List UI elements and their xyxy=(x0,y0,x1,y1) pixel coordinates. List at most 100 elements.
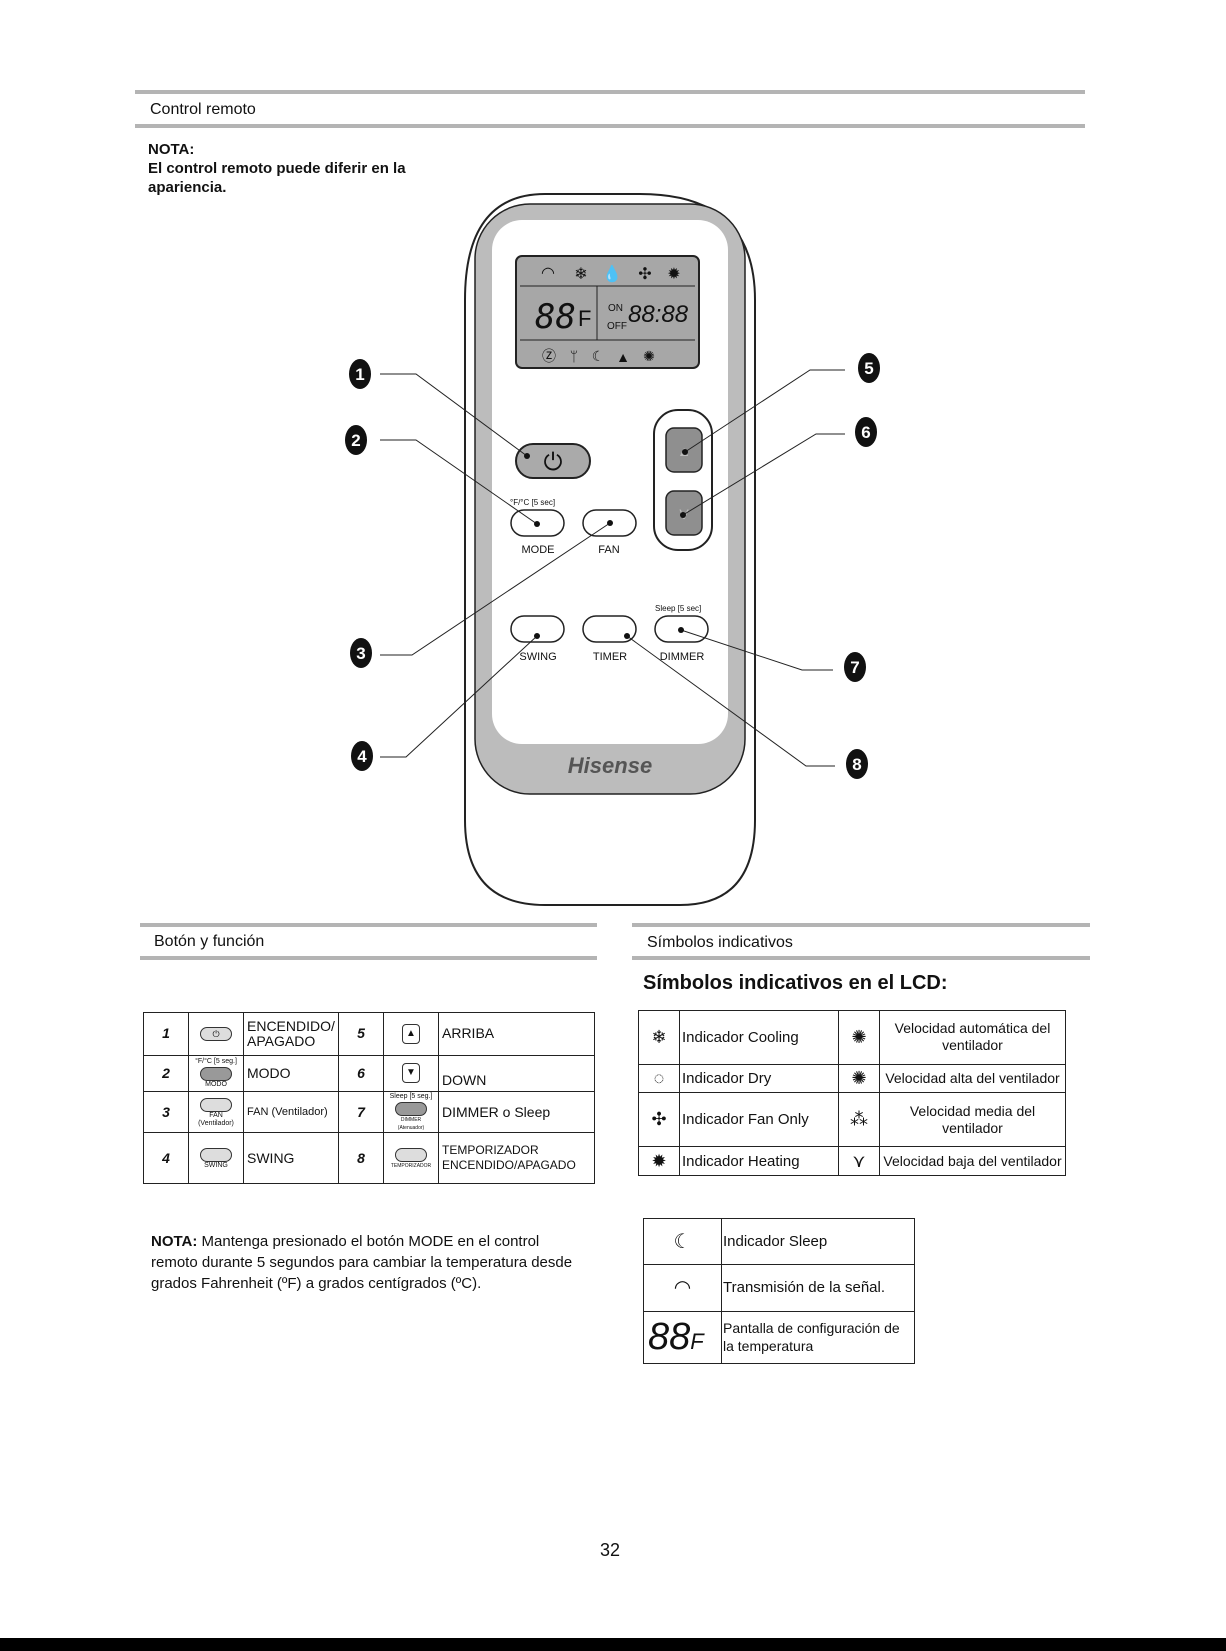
button-function: SWING xyxy=(243,1132,339,1184)
power-icon: ⏻ xyxy=(544,449,563,476)
dimmer-button-icon xyxy=(395,1101,427,1116)
timer-button-icon xyxy=(395,1147,427,1162)
row-num: 6 xyxy=(338,1054,384,1093)
buttons-rule-upper xyxy=(140,923,597,927)
callout-5: 5 xyxy=(864,359,873,378)
sleep-icon: ☾ xyxy=(592,348,605,364)
timer-label: TIMER xyxy=(593,651,627,663)
temp-display-icon: 88F xyxy=(643,1310,722,1365)
fan-high-icon: ✺ xyxy=(838,1063,880,1094)
callout-badges: 1 2 3 4 5 6 7 8 xyxy=(345,353,880,779)
section-title-buttons: Botón y función xyxy=(154,933,265,950)
symbol-label: Indicador Fan Only xyxy=(679,1092,839,1148)
symbol-label: Indicador Heating xyxy=(679,1146,839,1176)
drop-icon: 💧 xyxy=(602,264,622,283)
row-num: 1 xyxy=(143,1012,189,1056)
callout-3: 3 xyxy=(356,644,365,663)
symbol-label: Pantalla de configuración de la temperat… xyxy=(721,1310,915,1365)
button-function: ENCENDIDO/ APAGADO xyxy=(243,1012,339,1056)
buttons-table: 1 ⏻ ENCENDIDO/ APAGADO 5 ▲ ARRIBA 2 °F/°… xyxy=(143,1012,595,1184)
fan-icon-label: FAN (Ventilador) xyxy=(198,1111,234,1127)
fan-icon: ✣ xyxy=(638,1092,680,1148)
symbols-rule-upper xyxy=(632,923,1090,927)
mode-label: MODE xyxy=(522,544,555,556)
table-row: ✣ Indicador Fan Only ⁂ Velocidad media d… xyxy=(638,1092,1066,1148)
callout-7: 7 xyxy=(850,658,859,677)
symbols-table-2: ☾ Indicador Sleep ◠ Transmisión de la se… xyxy=(643,1217,915,1365)
symbol-label: Indicador Sleep xyxy=(721,1217,915,1266)
button-function: TEMPORIZADOR ENCENDIDO/APAGADO xyxy=(438,1132,595,1184)
symbol-label: Velocidad media del ventilador xyxy=(879,1092,1066,1148)
table-row: 3 FAN (Ventilador) FAN (Ventilador) 7 Sl… xyxy=(143,1091,595,1134)
fan-medium-icon: ⁂ xyxy=(838,1092,880,1148)
lcd-time: 88:88 xyxy=(628,301,689,328)
snowflake-icon: ❄ xyxy=(574,266,587,283)
nota-bottom-text: Mantenga presionado el botón MODE en el … xyxy=(151,1233,573,1292)
nota-top-text: El control remoto puede diferir en la ap… xyxy=(148,160,406,196)
swing-label: SWING xyxy=(519,651,556,663)
sun-icon: ✹ xyxy=(667,266,680,283)
dimmer-icon-label: DIMMER (Atenuador) xyxy=(397,1116,425,1131)
swing-button-icon xyxy=(200,1147,232,1162)
section-title-symbols: Símbolos indicativos xyxy=(647,934,793,951)
nota-top-label: NOTA: xyxy=(148,141,195,158)
row-num: 7 xyxy=(338,1091,384,1134)
callout-dots xyxy=(524,449,688,639)
fan-auto-icon: ✺ xyxy=(838,1010,880,1065)
row-num: 4 xyxy=(143,1132,189,1184)
callout-6: 6 xyxy=(861,423,870,442)
symbol-label: Transmisión de la señal. xyxy=(721,1264,915,1312)
table-row: ✹ Indicador Heating ⋎ Velocidad baja del… xyxy=(638,1146,1066,1176)
table-row: ❄ Indicador Cooling ✺ Velocidad automáti… xyxy=(638,1010,1066,1065)
row-num: 3 xyxy=(143,1091,189,1134)
nota-top: NOTA: El control remoto puede diferir en… xyxy=(148,140,448,197)
table-row: 2 °F/°C [5 seg.] MODO MODO 6 ▼ DOWN xyxy=(143,1054,595,1093)
sleep-hint-small: Sleep [5 seg.] xyxy=(389,1092,433,1100)
symbol-label: Indicador Cooling xyxy=(679,1010,839,1065)
power-button-icon: ⏻ xyxy=(200,1027,232,1042)
fan-low-icon: ⋎ xyxy=(838,1146,880,1176)
row-num: 5 xyxy=(338,1012,384,1056)
table-row: 88F Pantalla de configuración de la temp… xyxy=(643,1310,915,1365)
sleep-icon: ☾ xyxy=(643,1217,722,1266)
page-number: 32 xyxy=(600,1540,621,1560)
callout-4: 4 xyxy=(357,747,367,766)
button-function: ARRIBA xyxy=(438,1012,595,1056)
swing-icon-label: SWING xyxy=(204,1161,228,1169)
table-row: 1 ⏻ ENCENDIDO/ APAGADO 5 ▲ ARRIBA xyxy=(143,1012,595,1056)
fan-auto-icon: ✺ xyxy=(643,348,655,364)
row-num: 2 xyxy=(143,1054,189,1093)
temp-display-unit: F xyxy=(690,1329,704,1355)
lcd-off: OFF xyxy=(607,321,627,332)
lcd-unit: F xyxy=(578,306,591,331)
drop-icon: ◌ xyxy=(638,1063,680,1094)
timer-icon-label: TEMPORIZADOR xyxy=(390,1162,432,1169)
callout-2: 2 xyxy=(351,431,360,450)
remote-diagram: ◠ ❄ 💧 ✣ ✹ 88 F ON OFF 88:88 Ⓩ ᛘ ☾ ▲ ✺ ⏻ … xyxy=(345,193,880,906)
symbols-lcd-title: Símbolos indicativos en el LCD: xyxy=(643,972,948,994)
lcd-on: ON xyxy=(608,303,623,314)
signal-icon: ◠ xyxy=(541,265,555,282)
sun-icon: ✹ xyxy=(638,1146,680,1176)
symbol-label: Velocidad automática del ventilador xyxy=(879,1010,1066,1065)
lcd-top-icons: ◠ ❄ 💧 ✣ ✹ xyxy=(541,264,681,283)
power-button xyxy=(515,443,591,479)
timer-button xyxy=(582,615,637,643)
table-row: ◌ Indicador Dry ✺ Velocidad alta del ven… xyxy=(638,1063,1066,1094)
symbols-rule-lower xyxy=(632,956,1090,960)
nota-bottom-label: NOTA: xyxy=(151,1233,198,1250)
snowflake-icon: ❄ xyxy=(638,1010,680,1065)
table-row: 4 SWING SWING 8 TEMPORIZADOR TEMPORIZADO… xyxy=(143,1132,595,1184)
button-function: FAN (Ventilador) xyxy=(243,1091,339,1134)
top-rule-lower xyxy=(135,124,1085,128)
sleep-hint: Sleep [5 sec] xyxy=(655,604,701,613)
button-function: DIMMER o Sleep xyxy=(438,1091,595,1134)
mode-hint-small: °F/°C [5 seg.] xyxy=(195,1057,237,1065)
fan-button-icon xyxy=(200,1097,232,1112)
turbo-icon: Ⓩ xyxy=(542,348,556,364)
top-rule-upper xyxy=(135,90,1085,94)
swing-button xyxy=(510,615,565,643)
fan-label: FAN xyxy=(598,544,619,556)
callout-8: 8 xyxy=(852,755,861,774)
bottom-bar xyxy=(0,1638,1226,1651)
